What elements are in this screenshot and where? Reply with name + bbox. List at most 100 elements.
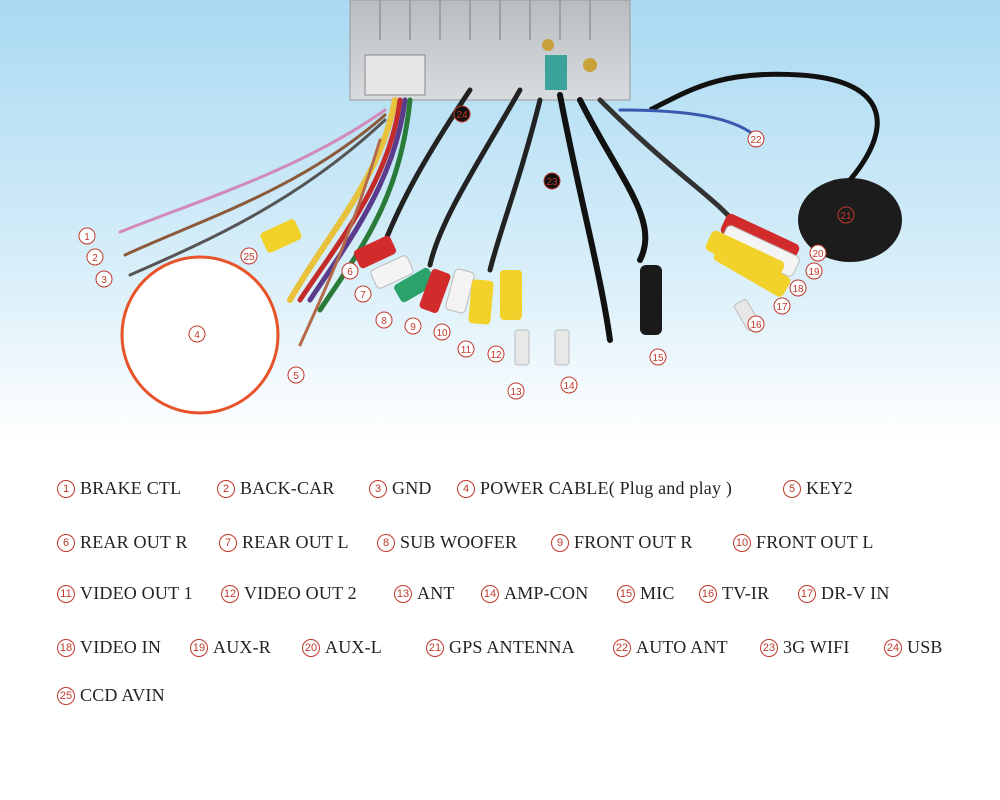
legend-item-front-out-r: 9 FRONT OUT R bbox=[551, 532, 693, 553]
legend-item-ccd-avin: 25 CCD AVIN bbox=[57, 685, 165, 706]
legend-label: VIDEO OUT 2 bbox=[244, 583, 357, 603]
legend-item-auto-ant: 22 AUTO ANT bbox=[613, 637, 728, 658]
svg-text:19: 19 bbox=[808, 267, 820, 278]
legend-label: BACK-CAR bbox=[240, 478, 335, 498]
number-badge: 3 bbox=[369, 479, 387, 498]
callout-15: 15 bbox=[649, 348, 667, 366]
legend-item-video-out-2: 12 VIDEO OUT 2 bbox=[221, 583, 357, 604]
callout-9: 9 bbox=[404, 317, 422, 335]
callout-16: 16 bbox=[747, 315, 765, 333]
legend-label: AUX-R bbox=[213, 637, 271, 657]
legend-label: 3G WIFI bbox=[783, 637, 850, 657]
callout-6: 6 bbox=[341, 262, 359, 280]
svg-text:5: 5 bbox=[293, 371, 299, 382]
number-badge: 17 bbox=[798, 584, 816, 603]
svg-text:8: 8 bbox=[381, 316, 387, 327]
number-badge: 19 bbox=[190, 638, 208, 657]
legend-label: CCD AVIN bbox=[80, 685, 165, 705]
number-badge: 5 bbox=[783, 479, 801, 498]
callout-5: 5 bbox=[287, 366, 305, 384]
svg-text:2: 2 bbox=[92, 253, 98, 264]
callout-22: 22 bbox=[747, 130, 765, 148]
callout-1: 1 bbox=[78, 227, 96, 245]
legend-label: GPS ANTENNA bbox=[449, 637, 575, 657]
number-badge: 9 bbox=[551, 533, 569, 552]
number-badge: 16 bbox=[699, 584, 717, 603]
callout-25: 25 bbox=[240, 247, 258, 265]
callout-12: 12 bbox=[487, 345, 505, 363]
rca-connectors-left bbox=[260, 219, 662, 366]
callout-8: 8 bbox=[375, 311, 393, 329]
legend-item-ant: 13 ANT bbox=[394, 583, 455, 604]
number-badge: 23 bbox=[760, 638, 778, 657]
legend-label: AUX-L bbox=[325, 637, 382, 657]
legend-item-back-car: 2 BACK-CAR bbox=[217, 478, 335, 499]
number-badge: 24 bbox=[884, 638, 902, 657]
legend-item-3g-wifi: 23 3G WIFI bbox=[760, 637, 850, 658]
legend-label: FRONT OUT L bbox=[756, 532, 874, 552]
wiring-harness-photo: 1 2 3 4 5 6 7 8 9 10 11 12 13 14 15 16 1… bbox=[0, 0, 1000, 440]
wire-bundle bbox=[118, 87, 762, 347]
svg-text:9: 9 bbox=[410, 322, 416, 333]
legend-label: ANT bbox=[417, 583, 455, 603]
number-badge: 25 bbox=[57, 686, 75, 705]
legend-item-gps-antenna: 21 GPS ANTENNA bbox=[426, 637, 575, 658]
number-badge: 12 bbox=[221, 584, 239, 603]
callout-10: 10 bbox=[433, 323, 451, 341]
legend-label: GND bbox=[392, 478, 432, 498]
callout-7: 7 bbox=[354, 285, 372, 303]
number-badge: 14 bbox=[481, 584, 499, 603]
svg-text:23: 23 bbox=[546, 177, 558, 188]
number-badge: 8 bbox=[377, 533, 395, 552]
number-badge: 4 bbox=[457, 479, 475, 498]
callout-18: 18 bbox=[789, 279, 807, 297]
callout-19: 19 bbox=[805, 262, 823, 280]
callout-24: 24 bbox=[453, 105, 471, 123]
number-badge: 18 bbox=[57, 638, 75, 657]
svg-text:20: 20 bbox=[812, 249, 824, 260]
number-badge: 11 bbox=[57, 584, 75, 603]
number-badge: 13 bbox=[394, 584, 412, 603]
legend-label: BRAKE CTL bbox=[80, 478, 182, 498]
number-badge: 21 bbox=[426, 638, 444, 657]
svg-text:17: 17 bbox=[776, 302, 788, 313]
svg-text:18: 18 bbox=[792, 284, 804, 295]
callout-20: 20 bbox=[809, 244, 827, 262]
callout-badges: 1 2 3 4 5 6 7 8 9 10 11 12 13 14 15 16 1… bbox=[78, 105, 855, 400]
head-unit bbox=[349, 0, 631, 101]
legend-label: FRONT OUT R bbox=[574, 532, 693, 552]
svg-text:3: 3 bbox=[101, 275, 107, 286]
callout-23: 23 bbox=[543, 172, 561, 190]
callout-17: 17 bbox=[773, 297, 791, 315]
legend-item-aux-r: 19 AUX-R bbox=[190, 637, 271, 658]
svg-text:13: 13 bbox=[510, 387, 522, 398]
callout-2: 2 bbox=[86, 248, 104, 266]
number-badge: 22 bbox=[613, 638, 631, 657]
legend-label: TV-IR bbox=[722, 583, 770, 603]
svg-text:14: 14 bbox=[563, 381, 575, 392]
legend-label: REAR OUT R bbox=[80, 532, 188, 552]
rca-connectors-right bbox=[705, 213, 800, 331]
legend-label: VIDEO OUT 1 bbox=[80, 583, 193, 603]
svg-text:25: 25 bbox=[243, 252, 255, 263]
number-badge: 15 bbox=[617, 584, 635, 603]
svg-text:15: 15 bbox=[652, 353, 664, 364]
callout-21: 21 bbox=[837, 206, 855, 224]
legend-label: AUTO ANT bbox=[636, 637, 728, 657]
number-badge: 7 bbox=[219, 533, 237, 552]
number-badge: 2 bbox=[217, 479, 235, 498]
svg-text:10: 10 bbox=[436, 328, 448, 339]
svg-text:7: 7 bbox=[360, 290, 366, 301]
number-badge: 20 bbox=[302, 638, 320, 657]
number-badge: 6 bbox=[57, 533, 75, 552]
callout-4: 4 bbox=[188, 325, 206, 343]
legend-item-rear-out-r: 6 REAR OUT R bbox=[57, 532, 188, 553]
